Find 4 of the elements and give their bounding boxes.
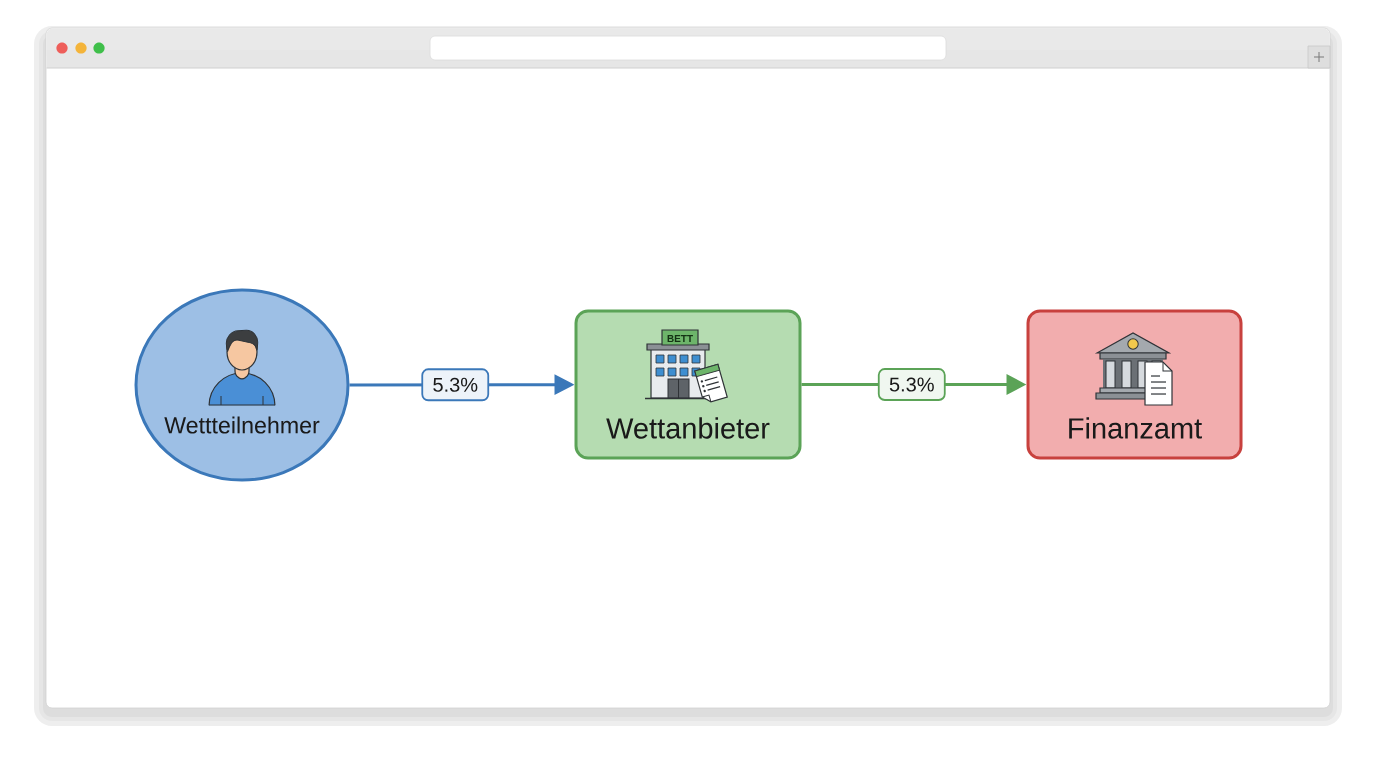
ellipse-node: Wettteilnehmer bbox=[134, 288, 350, 482]
sign-text: BETT bbox=[667, 335, 693, 342]
edge-label: 5.3% bbox=[877, 368, 946, 401]
edge-label: 5.3% bbox=[421, 368, 490, 402]
